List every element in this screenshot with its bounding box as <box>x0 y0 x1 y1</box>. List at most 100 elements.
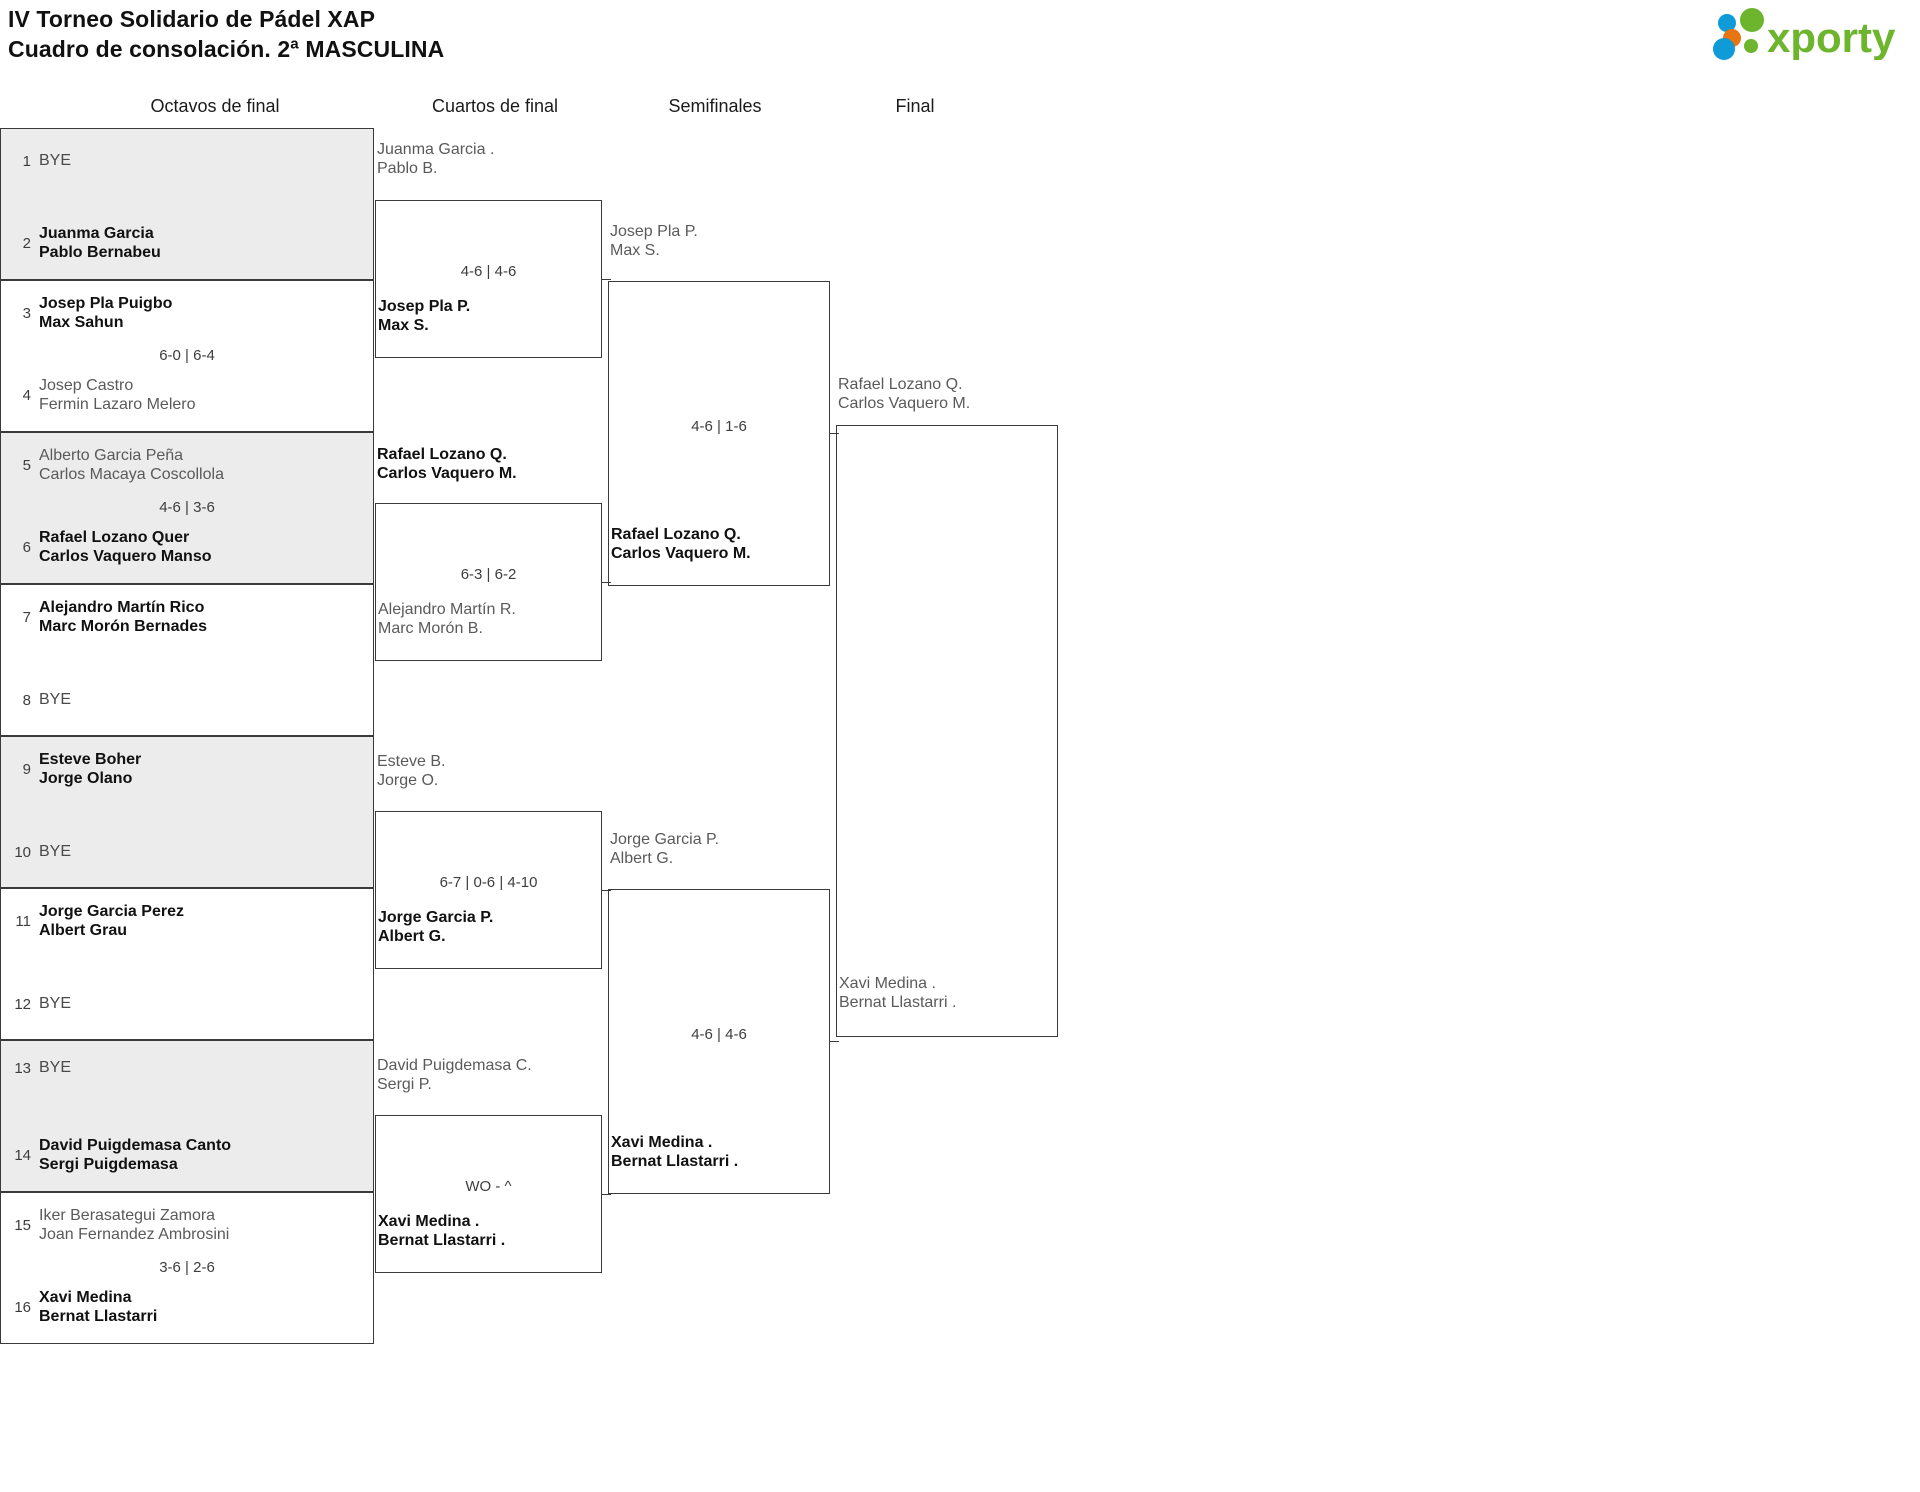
seed-number: 5 <box>22 456 31 474</box>
seed-number: 4 <box>22 386 31 404</box>
player-names: Alejandro Martín Rico Marc Morón Bernade… <box>39 598 207 636</box>
xporty-logo[interactable]: xporty <box>1705 8 1910 60</box>
player-names: Juanma Garcia Pablo Bernabeu <box>39 224 161 262</box>
r1-match-5-top[interactable]: 9 Esteve Boher Jorge Olano <box>1 747 373 791</box>
r1-match-4[interactable]: 7 Alejandro Martín Rico Marc Morón Berna… <box>0 584 374 736</box>
r2-match-4-bottom: Xavi Medina . Bernat Llastarri . <box>378 1212 505 1250</box>
player-1: Josep Castro <box>39 377 134 394</box>
seed-number: 6 <box>22 538 31 556</box>
r1-match-1-top[interactable]: 1 BYE <box>1 139 373 183</box>
player-2: Sergi Puigdemasa <box>39 1156 178 1173</box>
r1-match-1[interactable]: 1 BYE 2 Juanma Garcia Pablo Bernabeu <box>0 128 374 280</box>
round-header-final: Final <box>895 96 935 116</box>
r2-match-2-bottom: Alejandro Martín R. Marc Morón B. <box>378 600 516 638</box>
r4-match-1-box[interactable]: Xavi Medina . Bernat Llastarri . <box>836 425 1058 1037</box>
r2-match-3-connector <box>602 890 611 891</box>
r2-match-1-connector <box>602 279 611 280</box>
r1-match-8-top[interactable]: 15 Iker Berasategui Zamora Joan Fernande… <box>1 1203 373 1247</box>
bye-label: BYE <box>39 995 72 1012</box>
player-2: Jorge O. <box>377 772 439 789</box>
player-names: Josep Castro Fermin Lazaro Melero <box>39 376 196 414</box>
r1-match-8-bottom[interactable]: 16 Xavi Medina Bernat Llastarri <box>1 1285 373 1329</box>
r2-match-1-top: Juanma Garcia . Pablo B. <box>377 140 494 178</box>
r1-match-2-top[interactable]: 3 Josep Pla Puigbo Max Sahun <box>1 291 373 335</box>
r1-match-2-bottom[interactable]: 4 Josep Castro Fermin Lazaro Melero <box>1 373 373 417</box>
seed-number: 10 <box>14 843 31 861</box>
r1-match-8[interactable]: 15 Iker Berasategui Zamora Joan Fernande… <box>0 1192 374 1344</box>
seed-number: 13 <box>14 1059 31 1077</box>
r3-match-1-box[interactable]: 4-6 | 1-6 Rafael Lozano Q. Carlos Vaquer… <box>608 281 830 586</box>
player-2: Max S. <box>610 242 660 259</box>
round-header-semifinales: Semifinales <box>668 96 762 116</box>
player-1: Juanma Garcia . <box>377 141 495 158</box>
player-2: Sergi P. <box>377 1076 432 1093</box>
xporty-logo-text: xporty <box>1767 14 1896 60</box>
r1-match-1-bottom[interactable]: 2 Juanma Garcia Pablo Bernabeu <box>1 221 373 265</box>
bye-label: BYE <box>39 152 72 169</box>
player-1: Iker Berasategui Zamora <box>39 1207 216 1224</box>
r4-match-1-top: Rafael Lozano Q. Carlos Vaquero M. <box>838 375 970 413</box>
seed-number: 8 <box>22 691 31 709</box>
player-1: Rafael Lozano Quer <box>39 529 190 546</box>
player-1: Xavi Medina . <box>378 1213 480 1230</box>
r3-match-1-connector <box>830 433 839 434</box>
player-2: Carlos Macaya Coscollola <box>39 466 224 483</box>
r1-match-5-bottom[interactable]: 10 BYE <box>1 837 373 867</box>
r1-match-6-bottom[interactable]: 12 BYE <box>1 989 373 1019</box>
player-2: Bernat Llastarri . <box>378 1232 506 1249</box>
r3-match-2-top: Jorge Garcia P. Albert G. <box>610 830 719 868</box>
title-line-2: Cuadro de consolación. 2ª MASCULINA <box>8 36 445 62</box>
player-2: Bernat Llastarri . <box>839 994 957 1011</box>
player-1: Jorge Garcia Perez <box>39 903 184 920</box>
player-names: Xavi Medina Bernat Llastarri <box>39 1288 157 1326</box>
r2-match-4-score: WO - ^ <box>465 1178 512 1195</box>
r1-match-6-top[interactable]: 11 Jorge Garcia Perez Albert Grau <box>1 899 373 943</box>
r3-match-1-top: Josep Pla P. Max S. <box>610 222 698 260</box>
player-2: Max S. <box>378 317 429 334</box>
r2-match-4-box[interactable]: WO - ^ Xavi Medina . Bernat Llastarri . <box>375 1115 602 1273</box>
r2-match-2-box[interactable]: 6-3 | 6-2 Alejandro Martín R. Marc Morón… <box>375 503 602 661</box>
player-2: Marc Morón Bernades <box>39 618 208 635</box>
r3-match-2-connector <box>830 1041 839 1042</box>
player-2: Bernat Llastarri . <box>611 1153 739 1170</box>
bye-label: BYE <box>39 1059 72 1076</box>
r1-match-5[interactable]: 9 Esteve Boher Jorge Olano 10 BYE <box>0 736 374 888</box>
player-names: Rafael Lozano Quer Carlos Vaquero Manso <box>39 528 212 566</box>
r2-match-1-box[interactable]: 4-6 | 4-6 Josep Pla P. Max S. <box>375 200 602 358</box>
player-2: Pablo B. <box>377 160 438 177</box>
r1-match-4-top[interactable]: 7 Alejandro Martín Rico Marc Morón Berna… <box>1 595 373 639</box>
player-1: Rafael Lozano Q. <box>611 526 741 543</box>
r2-match-2-score: 6-3 | 6-2 <box>460 566 517 583</box>
seed-number: 15 <box>14 1216 31 1234</box>
player-1: David Puigdemasa C. <box>377 1057 532 1074</box>
player-2: Albert Grau <box>39 922 128 939</box>
r2-match-1-bottom: Josep Pla P. Max S. <box>378 297 470 335</box>
r1-match-3[interactable]: 5 Alberto Garcia Peña Carlos Macaya Cosc… <box>0 432 374 584</box>
r2-match-3-top: Esteve B. Jorge O. <box>377 752 445 790</box>
player-names: Josep Pla Puigbo Max Sahun <box>39 294 172 332</box>
round-header-cuartos: Cuartos de final <box>431 96 559 116</box>
r1-match-2[interactable]: 3 Josep Pla Puigbo Max Sahun 4 Josep Cas… <box>0 280 374 432</box>
r2-match-3-box[interactable]: 6-7 | 0-6 | 4-10 Jorge Garcia P. Albert … <box>375 811 602 969</box>
r2-match-4-connector <box>602 1194 611 1195</box>
r1-match-3-bottom[interactable]: 6 Rafael Lozano Quer Carlos Vaquero Mans… <box>1 525 373 569</box>
r3-match-2-score: 4-6 | 4-6 <box>691 1026 747 1043</box>
seed-number: 16 <box>14 1298 31 1316</box>
player-1: Josep Pla P. <box>610 223 698 240</box>
r1-match-6[interactable]: 11 Jorge Garcia Perez Albert Grau 12 BYE <box>0 888 374 1040</box>
r2-match-3-bottom: Jorge Garcia P. Albert G. <box>378 908 493 946</box>
title-line-1: IV Torneo Solidario de Pádel XAP <box>8 6 376 32</box>
r1-match-7[interactable]: 13 BYE 14 David Puigdemasa Canto Sergi P… <box>0 1040 374 1192</box>
r3-match-2-box[interactable]: 4-6 | 4-6 Xavi Medina . Bernat Llastarri… <box>608 889 830 1194</box>
player-names: Esteve Boher Jorge Olano <box>39 750 141 788</box>
xporty-logo-mark: xporty <box>1713 8 1896 60</box>
r1-match-7-bottom[interactable]: 14 David Puigdemasa Canto Sergi Puigdema… <box>1 1133 373 1177</box>
r1-match-7-top[interactable]: 13 BYE <box>1 1053 373 1083</box>
r3-match-2-bottom: Xavi Medina . Bernat Llastarri . <box>611 1133 738 1171</box>
seed-number: 2 <box>22 234 31 252</box>
player-2: Fermin Lazaro Melero <box>39 396 196 413</box>
r1-match-4-bottom[interactable]: 8 BYE <box>1 685 373 715</box>
r1-match-3-top[interactable]: 5 Alberto Garcia Peña Carlos Macaya Cosc… <box>1 443 373 487</box>
r2-match-1-score: 4-6 | 4-6 <box>460 263 517 280</box>
